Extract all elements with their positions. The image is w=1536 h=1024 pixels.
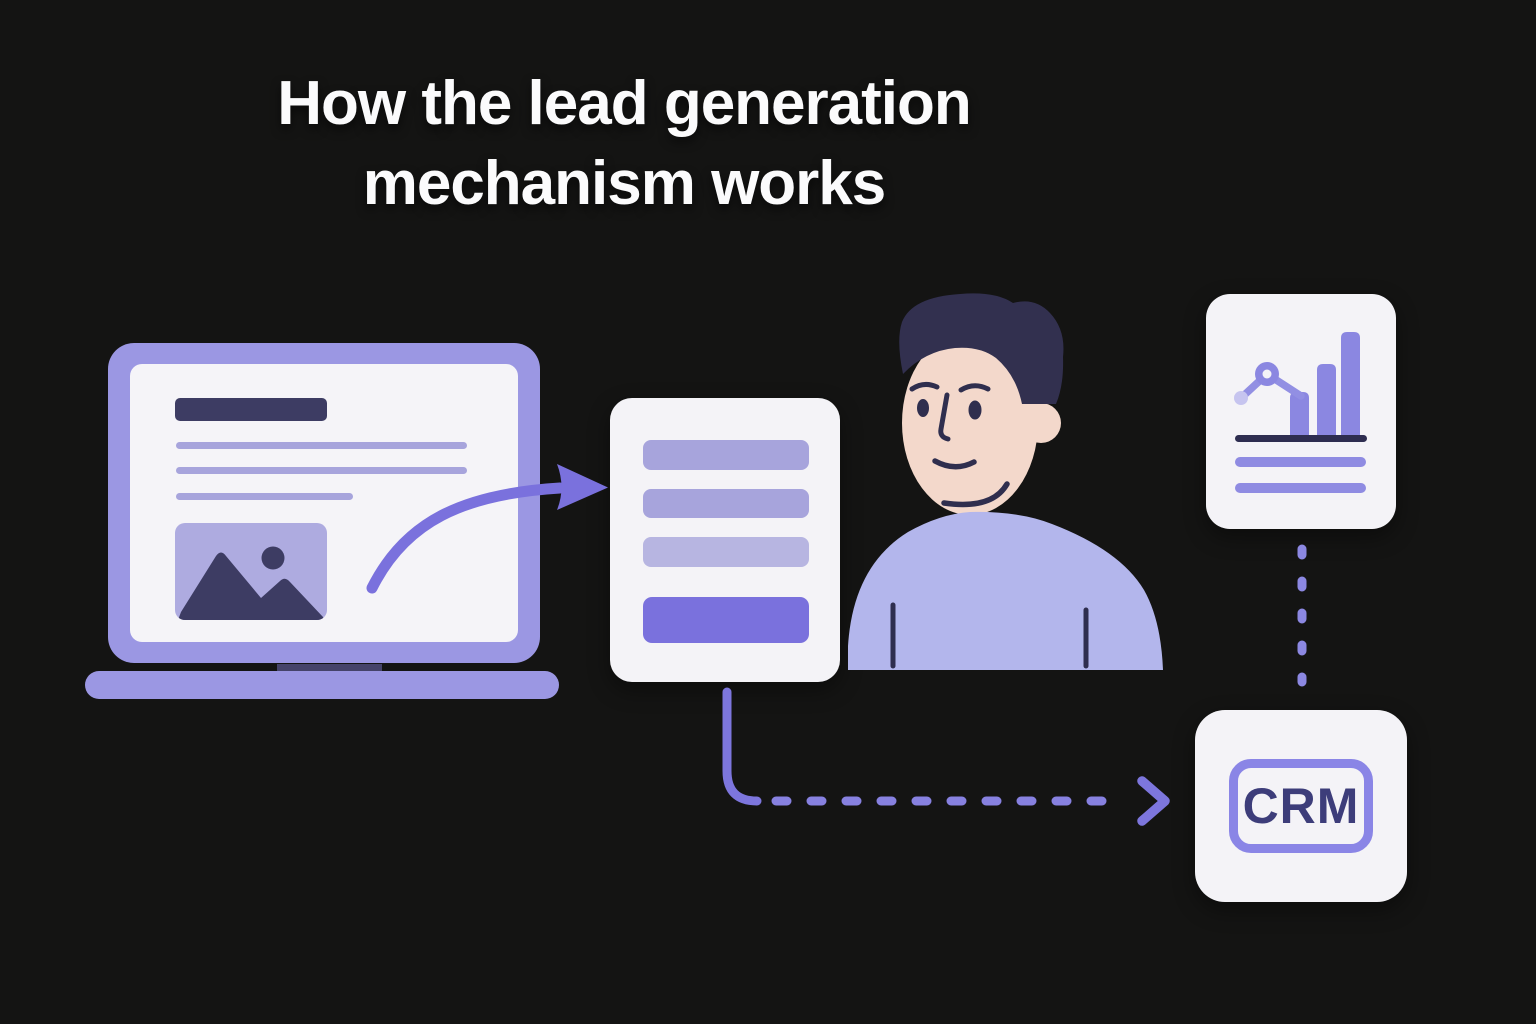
form-field <box>643 537 809 567</box>
shirt-seams <box>890 602 1089 669</box>
right-eyebrow <box>958 383 991 393</box>
left-eye <box>917 399 929 417</box>
webpage-text-line <box>176 493 353 500</box>
jaw-line <box>941 481 1010 508</box>
crm-label: CRM <box>1242 778 1360 834</box>
ear <box>1021 403 1061 443</box>
form-to-crm-connector <box>722 687 1170 826</box>
report-text-line <box>1235 483 1366 493</box>
image-placeholder-icon <box>175 523 327 620</box>
face <box>902 331 1038 515</box>
form-field <box>643 440 809 470</box>
webpage-text-line <box>176 442 467 449</box>
title-line-2: mechanism works <box>362 149 887 218</box>
mouth-smile <box>932 458 977 470</box>
webpage-text-line <box>176 467 467 474</box>
page-title: How the lead generation mechanism works <box>144 64 1104 224</box>
bar-1 <box>1290 392 1309 440</box>
shirt <box>848 511 1163 670</box>
right-eye <box>968 400 982 420</box>
bar-2 <box>1317 364 1336 440</box>
hair <box>899 293 1064 404</box>
person-illustration <box>848 293 1163 670</box>
bar-3 <box>1341 332 1360 440</box>
form-field <box>643 489 809 518</box>
laptop-base <box>85 671 559 699</box>
title-line-1: How the lead generation <box>277 69 972 138</box>
chart-axis <box>1235 435 1367 442</box>
chevron-arrowhead-icon <box>1137 776 1170 826</box>
form-submit-button <box>643 597 809 643</box>
webpage-headline-bar <box>175 398 327 421</box>
trend-start-dot <box>1234 391 1248 405</box>
mountain-sun-icon <box>178 546 324 620</box>
left-eyebrow <box>909 381 940 392</box>
bar-chart-icon <box>1234 332 1367 493</box>
trend-peak-hole <box>1262 369 1272 379</box>
report-text-line <box>1235 457 1366 467</box>
crm-card: CRM <box>1195 710 1407 902</box>
analytics-card <box>1206 294 1396 529</box>
lead-form-card <box>610 398 840 682</box>
arrowhead-icon <box>557 464 608 510</box>
face-features <box>909 381 1010 508</box>
nose <box>938 392 951 442</box>
crm-badge-outline: CRM <box>1229 759 1373 853</box>
